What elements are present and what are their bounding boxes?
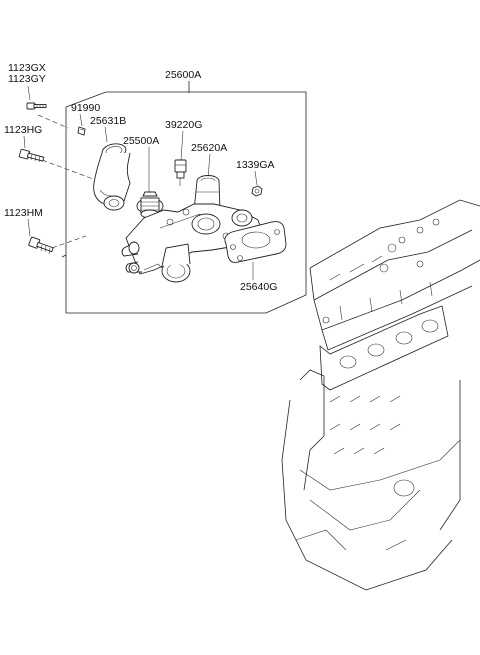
engine-block [281,199,480,591]
outlet-25620a [193,175,221,212]
label-1123hg: 1123HG [4,124,42,136]
fitting-25631b [93,143,131,211]
sensor-39220g [174,159,187,186]
gasket-25640g [224,221,287,263]
label-39220g: 39220G [165,119,202,131]
label-25640g: 25640G [240,281,277,293]
label-91990: 91990 [71,102,100,114]
assembly-enclosure [65,91,307,314]
bolt-1123hg [18,148,45,163]
label-1123gy: 1123GY [8,73,46,85]
thermostat-housing [121,203,263,283]
label-25600a: 25600A [165,69,201,81]
label-1339ga: 1339GA [236,159,275,171]
label-1123gx: 1123GX [8,62,46,74]
label-25631b: 25631B [90,115,126,127]
label-1123hm: 1123HM [4,207,43,219]
clip-91990 [77,126,86,136]
nut-1339ga [251,185,263,197]
bolt-1123hm [28,236,54,255]
guide-lines [37,114,97,258]
bolt-1123gx [26,102,47,110]
leader-lines [23,85,258,280]
label-25500a: 25500A [123,135,159,147]
thermostat-25500a [136,191,164,219]
label-25620a: 25620A [191,142,227,154]
